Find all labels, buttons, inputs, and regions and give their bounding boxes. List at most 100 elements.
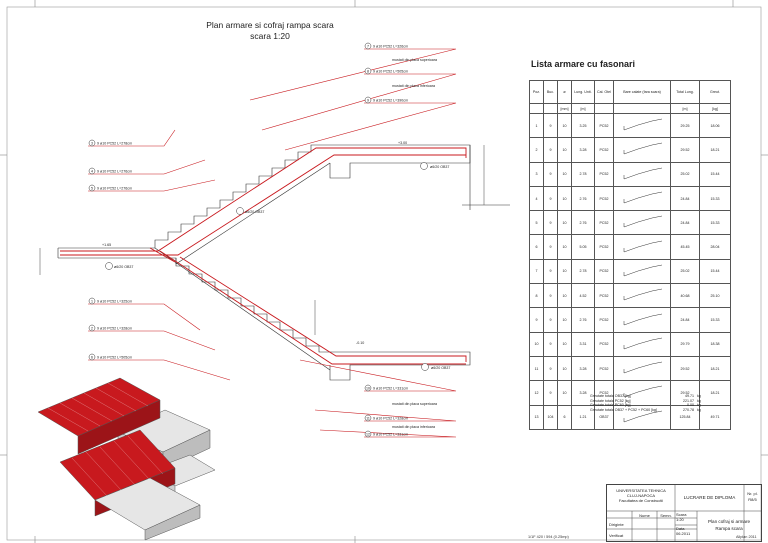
cell-diameter: 6 xyxy=(557,404,572,430)
cell-buc: 9 xyxy=(543,112,558,139)
callout-text: 9 ø10 PC52 L=328cm xyxy=(373,417,408,421)
cell-shape xyxy=(613,380,671,406)
cell-steel: PC52 xyxy=(594,234,614,260)
faculty-name: Facultatea de Constructii xyxy=(618,498,664,503)
cell-diameter: 10 xyxy=(557,185,572,212)
cell-length: 2.78 xyxy=(571,258,595,285)
cell-poz: 8 xyxy=(529,283,544,309)
mustati-note: mustati din placa inferioara xyxy=(392,425,435,429)
level-low-label: -0.10 xyxy=(356,341,364,345)
callout-position: 9 xyxy=(367,98,369,102)
bar-shape-sketch xyxy=(623,143,663,155)
total-value: 221.07 xyxy=(683,398,694,403)
stirrup-label-1: ø6/20 OB37 xyxy=(430,165,449,169)
callout-position: 10 xyxy=(366,386,370,390)
stirrup-label-2: ø6/20 OB37 xyxy=(114,265,133,269)
total-row: Greutate totala OB37 + PC52 + PC60 [kg]2… xyxy=(590,408,710,413)
date-value: 06.2011 xyxy=(676,531,691,536)
software-credit: Allplan 2011 xyxy=(736,535,757,539)
total-label: Greutate totala OB37 + PC52 + PC60 [kg] xyxy=(590,407,657,412)
cell-diameter: 10 xyxy=(557,112,572,139)
callout-text: 9 ø10 PC52 L=276cm xyxy=(97,170,132,174)
cell-poz: 6 xyxy=(529,234,544,260)
cell-steel: PC52 xyxy=(594,331,614,357)
cell-steel: PC52 xyxy=(594,137,614,163)
rebar-list-title: Lista armare cu fasonari xyxy=(531,59,636,69)
drawing-name-2: Rampa scara xyxy=(715,526,743,531)
sheet-number-label: Nr. pl. xyxy=(747,491,758,496)
cell-diameter: 10 xyxy=(557,137,572,163)
callout-position: 3 xyxy=(91,141,93,145)
cell-shape xyxy=(613,137,671,163)
total-label: Greutate totala PC52 [kg] xyxy=(590,398,631,403)
bar-shape-sketch xyxy=(623,216,663,228)
cell-steel: PC52 xyxy=(594,161,614,187)
cell-poz: 1 xyxy=(529,112,544,139)
unit-cell: [kg] xyxy=(699,103,731,114)
unit-cell xyxy=(543,103,558,114)
col-sign-label: Semn. xyxy=(660,513,672,518)
drawing-scale: scara 1:20 xyxy=(250,31,290,41)
cell-length: 4.52 xyxy=(571,283,595,309)
cell-diameter: 10 xyxy=(557,210,572,236)
cell-poz: 5 xyxy=(529,210,544,236)
drawing-title: Plan armare si cofraj rampa scara scara … xyxy=(180,20,360,42)
callout-position: 2 xyxy=(91,326,93,330)
university-name: UNIVERSITATEA TEHNICA xyxy=(616,488,666,493)
project-name: LUCRARE DE DIPLOMA xyxy=(683,495,736,500)
level-mid-label: +1.65 xyxy=(102,243,111,247)
total-value: 0.00 xyxy=(687,403,694,408)
callout-position: 8 xyxy=(367,69,369,73)
university-city: CLUJ-NAPOCA xyxy=(626,493,656,498)
bar-shape-sketch xyxy=(623,118,663,131)
header-poz: Poz. xyxy=(529,80,544,104)
mustati-note: mustati din placa inferioara xyxy=(392,84,435,88)
total-unit: kg xyxy=(697,398,701,403)
cell-shape xyxy=(613,234,671,260)
cell-shape xyxy=(613,112,671,139)
cell-weight: 18.21 xyxy=(699,355,731,382)
cell-shape xyxy=(613,258,671,285)
cell-total: 40.68 xyxy=(670,283,700,309)
bar-shape-sketch xyxy=(623,386,663,398)
mustati-note: mustati din placa superioara xyxy=(392,58,437,62)
cell-buc: 9 xyxy=(543,137,558,163)
cell-shape xyxy=(613,404,671,430)
cell-length: 2.76 xyxy=(571,210,595,236)
cell-weight: 25.10 xyxy=(699,283,731,309)
mustati-note: mustati din placa superioara xyxy=(392,402,437,406)
cell-total: 24.84 xyxy=(670,210,700,236)
cell-shape xyxy=(613,185,671,212)
cell-shape xyxy=(613,283,671,309)
header-length: Lung. Unit. xyxy=(571,80,595,104)
total-unit: kg xyxy=(697,394,701,398)
cell-weight: 15.44 xyxy=(699,161,731,187)
header-shape: Bare calate (fara scara) xyxy=(613,80,671,104)
total-unit: kg xyxy=(697,403,701,408)
cell-diameter: 10 xyxy=(557,331,572,357)
bar-shape-sketch xyxy=(623,191,663,204)
cell-poz: 4 xyxy=(529,185,544,212)
bar-shape-sketch xyxy=(623,167,663,179)
callout-position: 4 xyxy=(91,169,93,173)
drawing-title-line1: Plan armare si cofraj rampa scara xyxy=(206,20,334,30)
cell-total: 25.02 xyxy=(670,258,700,285)
cell-poz: 11 xyxy=(529,355,544,382)
cell-weight: 18.21 xyxy=(699,380,731,406)
cell-length: 2.76 xyxy=(571,185,595,212)
cell-poz: 13 xyxy=(529,404,544,430)
header-weight: Greut. xyxy=(699,80,731,104)
cell-buc: 9 xyxy=(543,161,558,187)
scale-value: 1:20 xyxy=(676,517,684,522)
